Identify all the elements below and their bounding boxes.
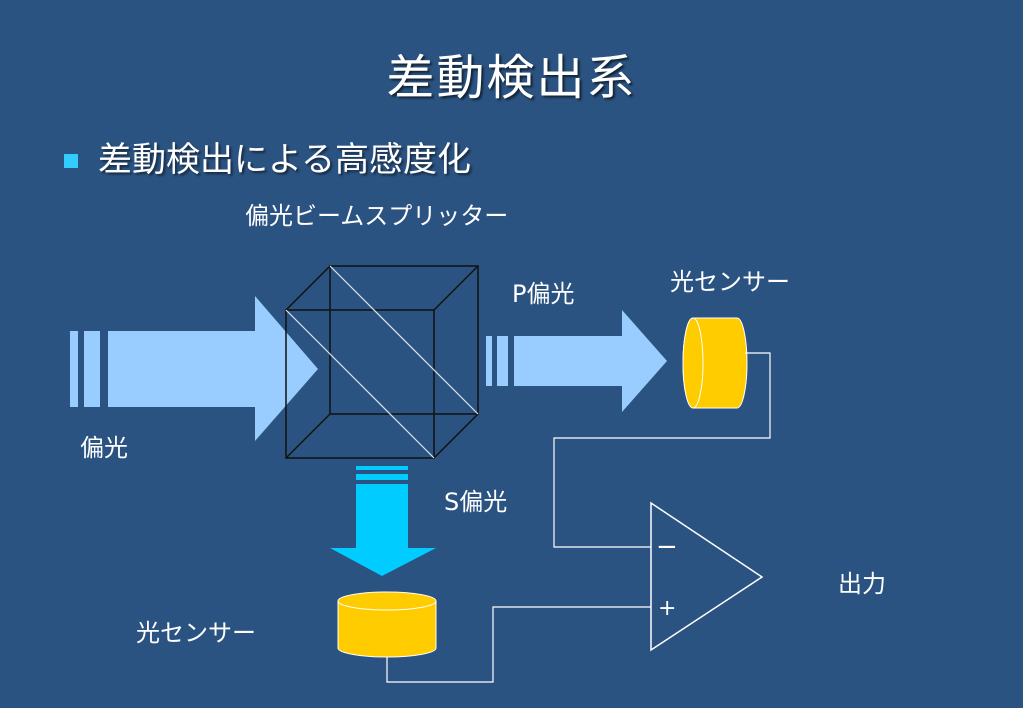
p-polarized-label: P偏光 [512, 280, 575, 308]
beam-splitter-label: 偏光ビームスプリッター [245, 202, 509, 230]
input-beam-stripe [70, 331, 78, 407]
bullet-square-icon [64, 154, 78, 168]
slide-title: 差動検出系 [386, 50, 637, 106]
input-beam-arrow [108, 296, 318, 441]
sensor-top [682, 317, 748, 409]
beam-splitter-cube [285, 265, 479, 459]
bullet-text: 差動検出による高感度化 [98, 140, 471, 180]
sensor-top-label: 光センサー [670, 268, 790, 296]
p-beam-arrow [514, 310, 667, 412]
p-beam-stripe [486, 336, 492, 386]
beam-splitter-diagonal [285, 265, 479, 459]
sensor-bottom-label: 光センサー [136, 619, 256, 647]
input-light-label: 偏光 [80, 434, 128, 462]
s-beam-stripe [356, 474, 408, 480]
wiring [386, 352, 771, 683]
p-beam-stripe [497, 336, 508, 386]
output-label: 出力 [838, 570, 886, 598]
amp-plus-sign: + [658, 596, 677, 621]
s-polarized-label: S偏光 [444, 488, 508, 516]
sensor-bottom [337, 591, 437, 658]
differential-amplifier [650, 501, 764, 652]
amp-minus-sign: − [656, 532, 678, 562]
s-beam-stripe [356, 466, 408, 470]
s-beam-arrow [330, 484, 436, 576]
input-beam-stripe [84, 331, 100, 407]
